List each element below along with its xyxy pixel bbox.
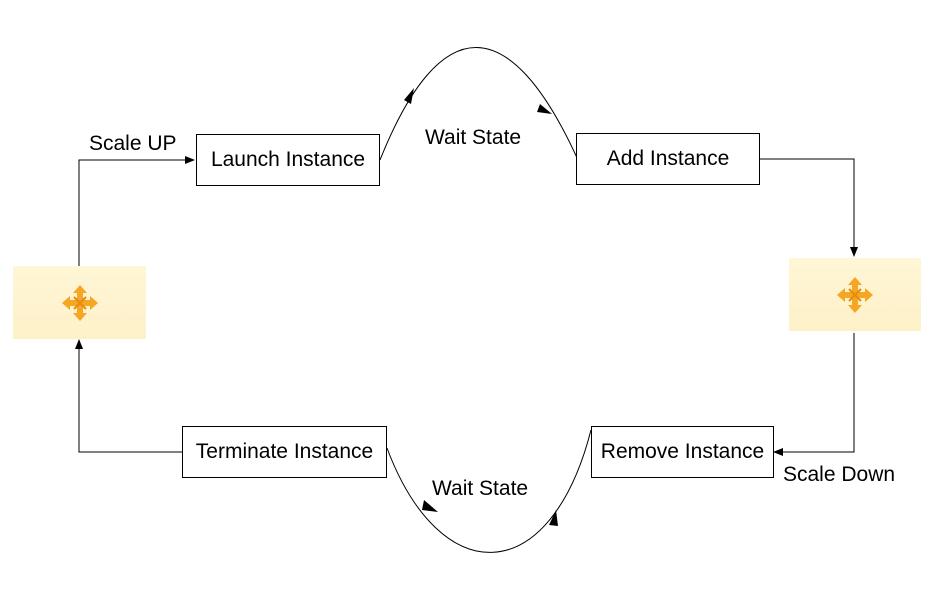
scale-up-label: Scale UP — [89, 132, 177, 155]
left-hub — [13, 266, 146, 339]
remove-instance-box: Remove Instance — [591, 426, 774, 478]
add-instance-label: Add Instance — [606, 147, 730, 170]
connector-to-right-hub — [759, 158, 858, 257]
scale-down-label: Scale Down — [783, 463, 896, 486]
terminate-instance-box: Terminate Instance — [182, 426, 387, 478]
four-arrows-icon — [61, 284, 98, 321]
right-hub — [789, 258, 921, 331]
remove-instance-label: Remove Instance — [600, 440, 765, 463]
arrowhead-wait-top-right — [537, 104, 552, 114]
wait-state-top-label: Wait State — [425, 126, 522, 149]
connector-scale-down — [773, 333, 855, 456]
connector-to-left-hub — [75, 339, 182, 453]
launch-instance-label: Launch Instance — [210, 148, 366, 171]
launch-instance-box: Launch Instance — [196, 134, 380, 186]
connector-wait-top — [379, 47, 579, 161]
wait-state-bottom-label: Wait State — [432, 477, 529, 500]
arrowhead-wait-bottom-right — [549, 510, 558, 526]
connector-scale-up — [78, 156, 195, 266]
arrowhead-wait-bottom-left — [422, 500, 438, 512]
connector-wait-bottom — [386, 429, 592, 553]
four-arrows-icon — [837, 276, 873, 313]
terminate-instance-label: Terminate Instance — [195, 440, 374, 463]
add-instance-box: Add Instance — [576, 133, 760, 185]
arrowhead-wait-top-left — [404, 88, 414, 104]
